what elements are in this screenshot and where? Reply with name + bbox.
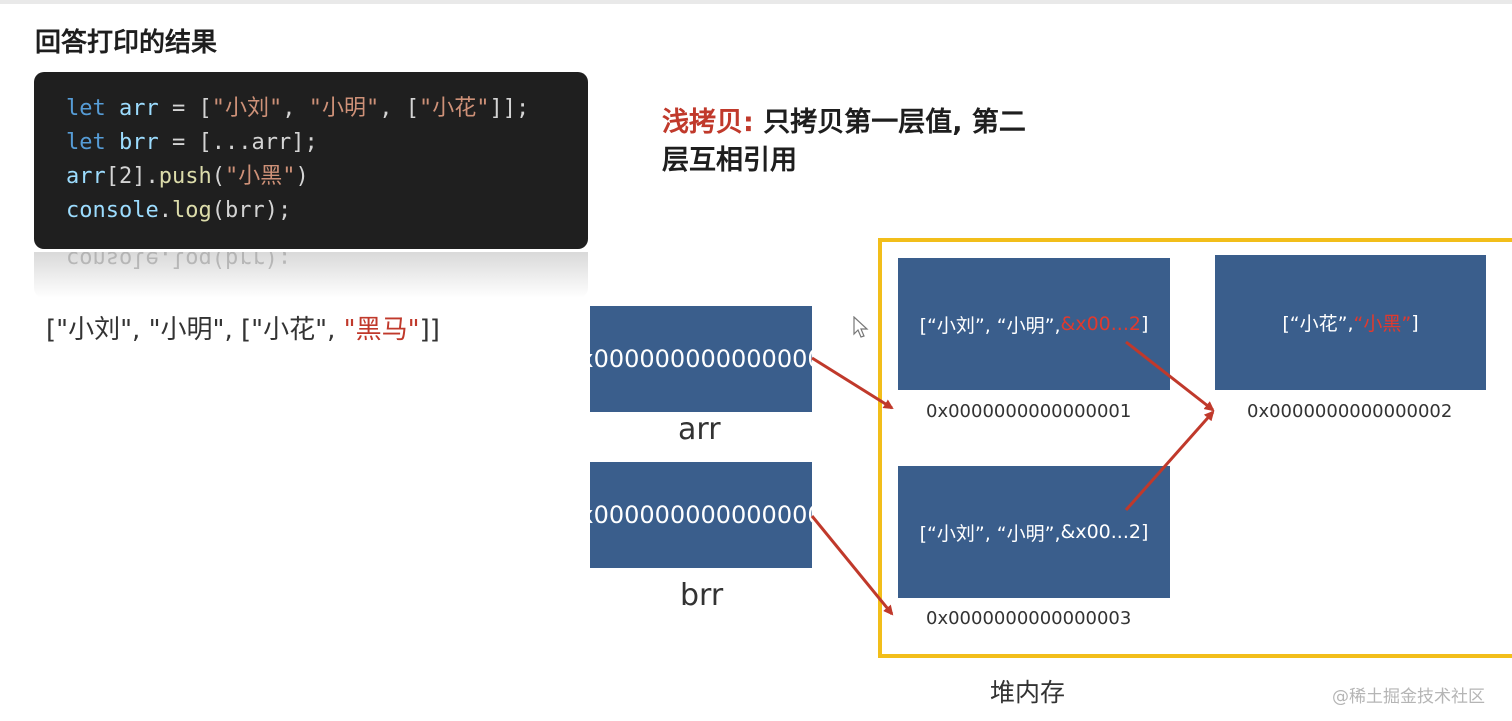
code-block: let arr = ["小刘", "小明", ["小花"]]; let brr …	[34, 72, 588, 249]
result-prefix: ["小刘", "小明", ["小花",	[46, 315, 344, 345]
code-identifier: brr	[119, 130, 159, 155]
code-identifier: arr	[66, 164, 106, 189]
shallow-copy-description: 浅拷贝: 只拷贝第一层值, 第二层互相引用	[662, 104, 1042, 180]
code-string: "小花"	[418, 96, 490, 121]
code-function: log	[171, 198, 212, 223]
heap-object-arr: [“小刘”, “小明”, &x00...2]	[898, 258, 1170, 390]
code-reflection: console.log(brr);	[34, 252, 588, 298]
code-punct: .	[158, 198, 172, 223]
code-punct: ]];	[489, 96, 530, 121]
code-punct: = [...arr];	[158, 130, 318, 155]
heap-object-new-item: “小黑”	[1353, 313, 1412, 335]
arrow-arr-to-heap	[811, 356, 894, 410]
stack-box-brr: 0x0000000000000003	[564, 462, 838, 568]
code-punct: ,	[282, 96, 309, 121]
code-string: "小黑"	[224, 164, 296, 189]
heap-object-inner: [“小花”, “小黑”]	[1215, 255, 1486, 390]
watermark: @稀土掘金技术社区	[1332, 687, 1485, 707]
heap-region	[878, 238, 1512, 658]
heap-object-text: [“小花”,	[1282, 313, 1354, 335]
result-suffix: ]]	[419, 315, 440, 345]
code-string: "小明"	[308, 96, 380, 121]
stack-label-brr: brr	[680, 578, 724, 613]
arrow-ref1-to-inner	[1125, 340, 1215, 412]
heap-object-brr: [“小刘”, “小明”, &x00...2]	[898, 466, 1170, 598]
code-string: "小刘"	[211, 96, 283, 121]
result-highlight: "黑马"	[343, 315, 420, 345]
arrow-ref2-to-inner	[1124, 410, 1215, 511]
heap-address-arr: 0x0000000000000001	[926, 401, 1132, 422]
heap-address-brr: 0x0000000000000003	[926, 608, 1132, 629]
code-function: push	[158, 164, 212, 189]
heap-object-ref: &x00...2	[1060, 313, 1141, 335]
code-identifier: console	[66, 198, 159, 223]
heap-object-text: [“小刘”, “小明”,	[919, 314, 1061, 337]
code-identifier: arr	[119, 96, 159, 121]
heap-address-inner: 0x0000000000000002	[1247, 401, 1453, 422]
code-punct: (	[211, 164, 225, 189]
heap-object-text: [“小刘”, “小明”,	[919, 522, 1061, 545]
code-punct: , [	[379, 96, 419, 121]
code-punct: )	[295, 164, 309, 189]
mouse-cursor-icon	[853, 316, 869, 338]
heap-object-text: ]	[1140, 313, 1149, 335]
stack-box-arr: 0x0000000000000001	[564, 306, 838, 412]
page-title: 回答打印的结果	[35, 28, 218, 58]
code-punct: = [	[158, 96, 212, 121]
code-keyword: let	[66, 96, 106, 121]
stack-label-arr: arr	[678, 412, 721, 447]
code-punct: [2].	[105, 164, 159, 189]
code-keyword: let	[66, 130, 106, 155]
description-highlight: 浅拷贝:	[662, 107, 754, 138]
heap-object-ref: &x00...2	[1060, 521, 1141, 543]
arrow-brr-to-heap	[810, 515, 894, 616]
top-divider	[0, 0, 1512, 4]
heap-label: 堆内存	[990, 678, 1066, 707]
heap-object-text: ]	[1140, 521, 1149, 543]
description-text: 只拷贝第一层值, 第二层互相引用	[662, 107, 1026, 176]
console-output: ["小刘", "小明", ["小花", "黑马"]]	[46, 309, 440, 346]
code-punct: (brr);	[211, 198, 292, 223]
heap-object-text: ]	[1411, 311, 1419, 334]
